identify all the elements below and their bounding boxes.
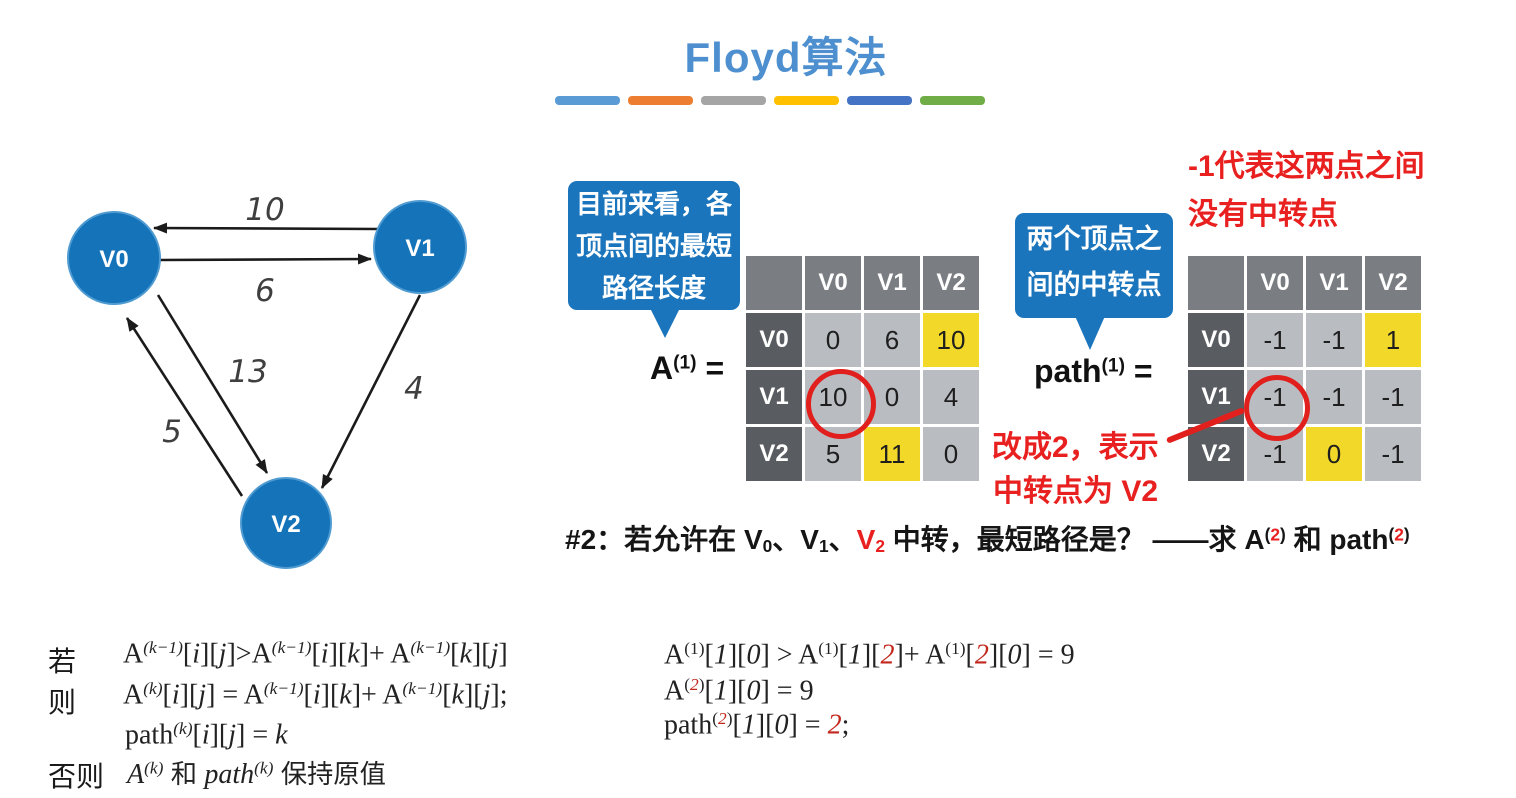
accent-bar	[920, 96, 985, 105]
matrix-cell: -1	[1306, 370, 1362, 424]
formula-label-then: 则	[48, 687, 77, 718]
edge-weight-13: 13	[228, 354, 267, 390]
node-v0	[67, 211, 161, 305]
matrix-cell: 0	[923, 427, 979, 481]
accent-bar	[847, 96, 912, 105]
col-header: V2	[923, 256, 979, 310]
matrix-cell: -1	[1306, 313, 1362, 367]
col-header: V1	[864, 256, 920, 310]
matrix-corner-cell	[746, 256, 802, 310]
edge-weight-10: 10	[245, 192, 284, 228]
edge-weight-6: 6	[255, 273, 275, 309]
callout-shortest-path-lengths: 目前来看，各 顶点间的最短 路径长度	[568, 181, 740, 338]
matrix-cell-highlighted: 11	[864, 427, 920, 481]
edge-weight-4: 4	[404, 371, 424, 407]
formula-example-compare: A(1)[1][0] > A(1)[1][2]+ A(1)[2][0] = 9	[664, 639, 1075, 671]
row-header: V0	[746, 313, 802, 367]
edge-v0-v2	[156, 294, 269, 474]
matrix-corner-cell	[1188, 256, 1244, 310]
matrix-a-label: A(1) =	[650, 350, 725, 386]
matrix-cell: 0	[805, 313, 861, 367]
node-v1-label: V1	[405, 235, 434, 262]
graph-diagram: 10 6 13 5 4 V0 V1 V2	[67, 192, 467, 569]
callout-line: 间的中转点	[1026, 270, 1162, 300]
annotation-change-to-2: 改成2，表示	[992, 431, 1159, 464]
annotation-line: 没有中转点	[1188, 198, 1338, 231]
formula-then-update-path: path(k)[i][j] = k	[125, 719, 288, 751]
formula-label-if: 若	[48, 646, 77, 677]
matrix-path: V0 V1 V2 V0 -1 -1 1 V1 -1 -1 -1 V2 -1 0 …	[1188, 256, 1421, 481]
red-circle-annotation	[806, 369, 876, 439]
accent-bar	[774, 96, 839, 105]
annotation-transfer-v2: 中转点为 V2	[993, 475, 1159, 508]
formula-then-update-a: A(k)[i][j] = A(k−1)[i][k]+ A(k−1)[k][j];	[123, 679, 508, 711]
formula-label-else: 否则	[48, 761, 105, 792]
formula-example-a2: A(2)[1][0] = 9	[664, 675, 814, 707]
edge-v1-v2	[320, 294, 422, 489]
annotation-line: -1代表这两点之间	[1188, 150, 1425, 183]
matrix-path-label: path(1) =	[1034, 353, 1153, 389]
formula-if-condition: A(k−1)[i][j]>A(k−1)[i][k]+ A(k−1)[k][j]	[123, 638, 508, 670]
callout-tail	[650, 308, 680, 338]
col-header: V0	[805, 256, 861, 310]
matrix-cell-highlighted: 1	[1365, 313, 1421, 367]
callout-line: 顶点间的最短	[575, 231, 732, 261]
matrix-cell: 6	[864, 313, 920, 367]
matrix-cell-highlighted: 0	[1306, 427, 1362, 481]
col-header: V1	[1306, 256, 1362, 310]
edge-v2-v0	[125, 317, 244, 497]
callout-line: 路径长度	[601, 273, 706, 303]
matrix-cell: -1	[1247, 313, 1303, 367]
accent-bar	[555, 96, 620, 105]
node-v0-label: V0	[99, 246, 128, 273]
red-circle-annotation	[1244, 375, 1310, 441]
callout-line: 两个顶点之	[1026, 224, 1162, 254]
row-header: V2	[746, 427, 802, 481]
edge-v0-v1	[159, 253, 372, 265]
accent-bar	[701, 96, 766, 105]
matrix-cell: -1	[1365, 370, 1421, 424]
callout-line: 目前来看，各	[575, 189, 732, 219]
node-v2	[240, 477, 332, 569]
accent-bars	[555, 96, 985, 105]
col-header: V0	[1247, 256, 1303, 310]
edge-weight-5: 5	[162, 414, 182, 450]
accent-bar	[628, 96, 693, 105]
callout-transfer-points: 两个顶点之 间的中转点	[1015, 213, 1173, 350]
row-header: V1	[746, 370, 802, 424]
row-header: V1	[1188, 370, 1244, 424]
matrix-cell: 4	[923, 370, 979, 424]
matrix-a: V0 V1 V2 V0 0 6 10 V1 10 0 4 V2 5 11 0	[746, 256, 979, 481]
question-line: #2：若允许在 V0、V1、V2 中转，最短路径是？ ——求 A(2) 和 pa…	[565, 524, 1410, 557]
matrix-cell: -1	[1365, 427, 1421, 481]
callout-tail	[1075, 316, 1105, 350]
edge-v1-v0	[153, 222, 379, 234]
formula-else-keep: A(k) 和 path(k) 保持原值	[127, 758, 386, 790]
node-v1	[373, 200, 467, 294]
page-title: Floyd算法	[684, 34, 888, 81]
matrix-cell-highlighted: 10	[923, 313, 979, 367]
node-v2-label: V2	[271, 511, 300, 538]
row-header: V2	[1188, 427, 1244, 481]
annotation-no-transfer: -1代表这两点之间 没有中转点	[1188, 143, 1425, 239]
formula-example-path2: path(2)[1][0] = 2;	[664, 709, 850, 741]
col-header: V2	[1365, 256, 1421, 310]
row-header: V0	[1188, 313, 1244, 367]
